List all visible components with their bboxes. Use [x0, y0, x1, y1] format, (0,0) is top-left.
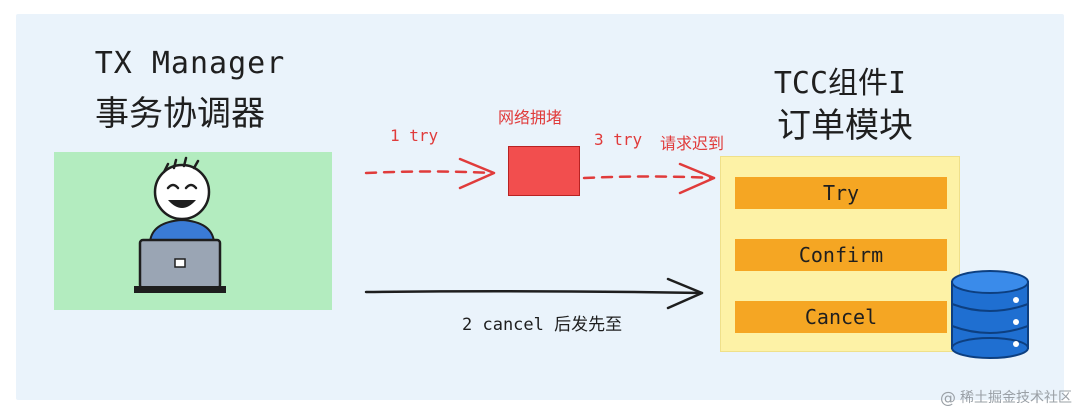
cancel-bar: Cancel: [735, 301, 947, 333]
tcc-panel: Try Confirm Cancel: [720, 156, 960, 352]
request-late-label: 请求迟到: [660, 134, 725, 153]
tcc-component-title: TCC组件I: [773, 66, 907, 101]
network-congestion-label: 网络拥堵: [498, 108, 563, 127]
at-icon: @: [940, 387, 956, 407]
tx-manager-subtitle: 事务协调器: [95, 94, 265, 134]
tx-manager-title: TX Manager: [94, 46, 286, 81]
watermark: @ 稀土掘金技术社区: [940, 387, 1072, 407]
try-bar: Try: [735, 177, 947, 209]
confirm-bar: Confirm: [735, 239, 947, 271]
order-module-title: 订单模块: [777, 106, 913, 146]
congestion-block: [508, 146, 580, 196]
try1-label: 1 try: [390, 126, 439, 145]
watermark-text: 稀土掘金技术社区: [960, 390, 1072, 406]
cancel2-text: 2 cancel: [462, 315, 544, 335]
cancel2-label: 2 cancel 后发先至: [462, 310, 622, 335]
try3-label: 3 try: [594, 130, 643, 149]
cancel2-suffix: 后发先至: [554, 315, 623, 335]
